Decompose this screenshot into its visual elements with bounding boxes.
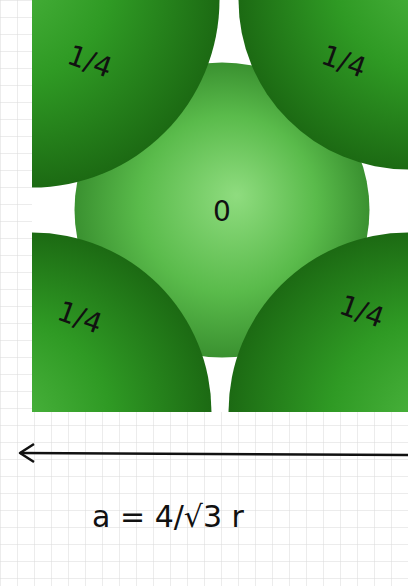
atom-fill — [229, 233, 408, 413]
corner-atom: 1/4 — [32, 232, 212, 412]
atom-sphere — [238, 0, 408, 170]
atom-fill — [32, 0, 220, 188]
count-label: 0 — [213, 197, 231, 228]
corner-atom: 1/4 — [228, 232, 408, 412]
corner-atom: 1/4 — [238, 0, 408, 170]
atom-fill — [239, 0, 408, 170]
atom-sphere — [32, 0, 220, 188]
arrow-head — [20, 444, 34, 462]
dimension-line — [20, 453, 408, 455]
dimension-label: a = 4/√3 r — [92, 499, 244, 534]
unit-cell-face: 01/41/41/41/4 — [32, 0, 408, 412]
corner-atom: 1/4 — [32, 0, 220, 188]
atom-fill — [32, 233, 212, 413]
